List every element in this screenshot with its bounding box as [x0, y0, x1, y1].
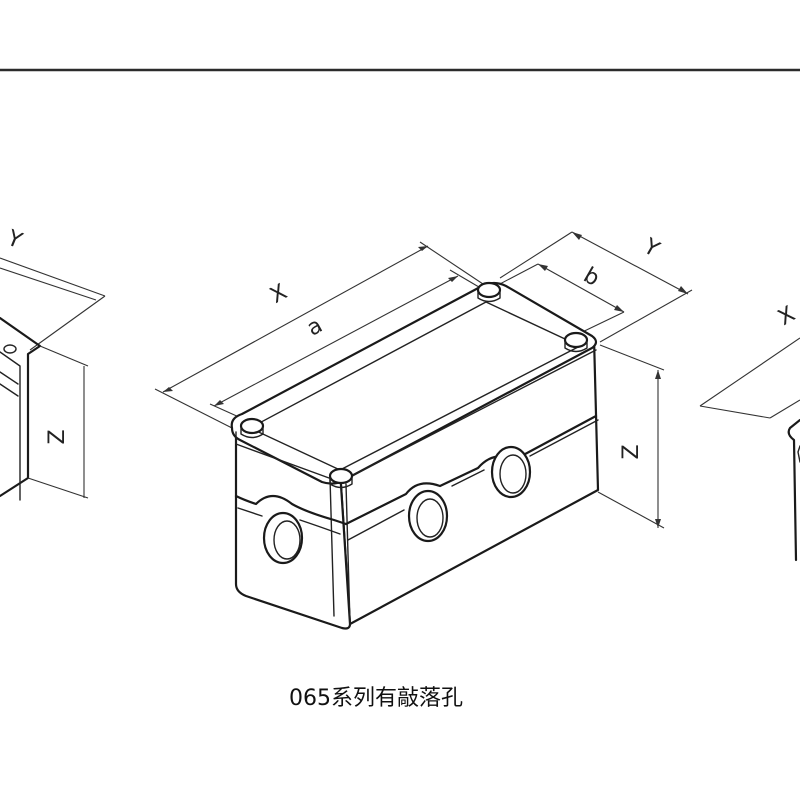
x-label: X: [266, 280, 291, 309]
left-z-ext-bottom: [27, 477, 89, 499]
right-box-edge: [797, 445, 800, 463]
x-extension-left: [154, 388, 233, 429]
left-box-inner-edge: [0, 351, 21, 501]
caption-text: 065系列有敲落孔: [289, 686, 463, 711]
lid-screw-back: [476, 281, 502, 303]
y-extension-left: [499, 231, 573, 279]
lid-screw-left: [239, 417, 265, 439]
diagram-caption: 065系列有敲落孔: [0, 680, 800, 712]
y-label: Y: [638, 234, 663, 263]
left-y-leader-line: [29, 295, 106, 351]
z-extension-bottom: [597, 491, 665, 529]
right-x-label: X: [774, 302, 800, 331]
side-parting-line-lower: [347, 419, 599, 541]
enclosure-lid-top: [230, 281, 598, 485]
b-extension-left: [495, 263, 539, 287]
left-box-ribs: [0, 371, 19, 397]
a-label: a: [303, 313, 327, 341]
enclosure-corner-edge: [329, 477, 351, 625]
b-label: b: [579, 263, 604, 292]
a-dimension-line: [213, 275, 459, 407]
lid-screw-right: [563, 331, 589, 353]
x-extension-right: [419, 241, 493, 291]
y-dimension-line: [571, 231, 689, 295]
right-x-extension-line: [699, 337, 800, 407]
x-dimension-line: [162, 245, 429, 393]
front-parting-line: [234, 494, 348, 526]
left-y-extension-line: [0, 257, 106, 297]
left-y-label: Y: [3, 225, 26, 254]
right-x-leader-line: [699, 405, 771, 419]
right-box-outline: [787, 418, 800, 562]
left-box-outline: [0, 316, 42, 498]
main-enclosure: X a Y b Z: [154, 231, 693, 630]
left-partial-enclosure: Y Z: [0, 225, 106, 501]
left-z-label: Z: [45, 429, 70, 444]
right-x-dimension-line: [769, 399, 800, 419]
knockout-hole-front: [262, 511, 304, 565]
left-z-ext-top: [39, 345, 89, 367]
enclosure-lid-edge: [235, 349, 597, 483]
b-dimension-line: [537, 263, 625, 313]
lid-screw-front: [328, 467, 354, 489]
left-y-dimension-line: [0, 267, 97, 301]
front-parting-line-lower: [237, 507, 341, 535]
knockout-hole-side-2: [490, 445, 532, 499]
right-partial-enclosure: X: [699, 302, 800, 562]
z-extension-top: [599, 344, 665, 371]
knockout-hole-side-1: [407, 489, 449, 543]
y-extension-right: [599, 289, 693, 343]
z-label: Z: [619, 444, 644, 459]
left-box-screw: [3, 344, 17, 354]
